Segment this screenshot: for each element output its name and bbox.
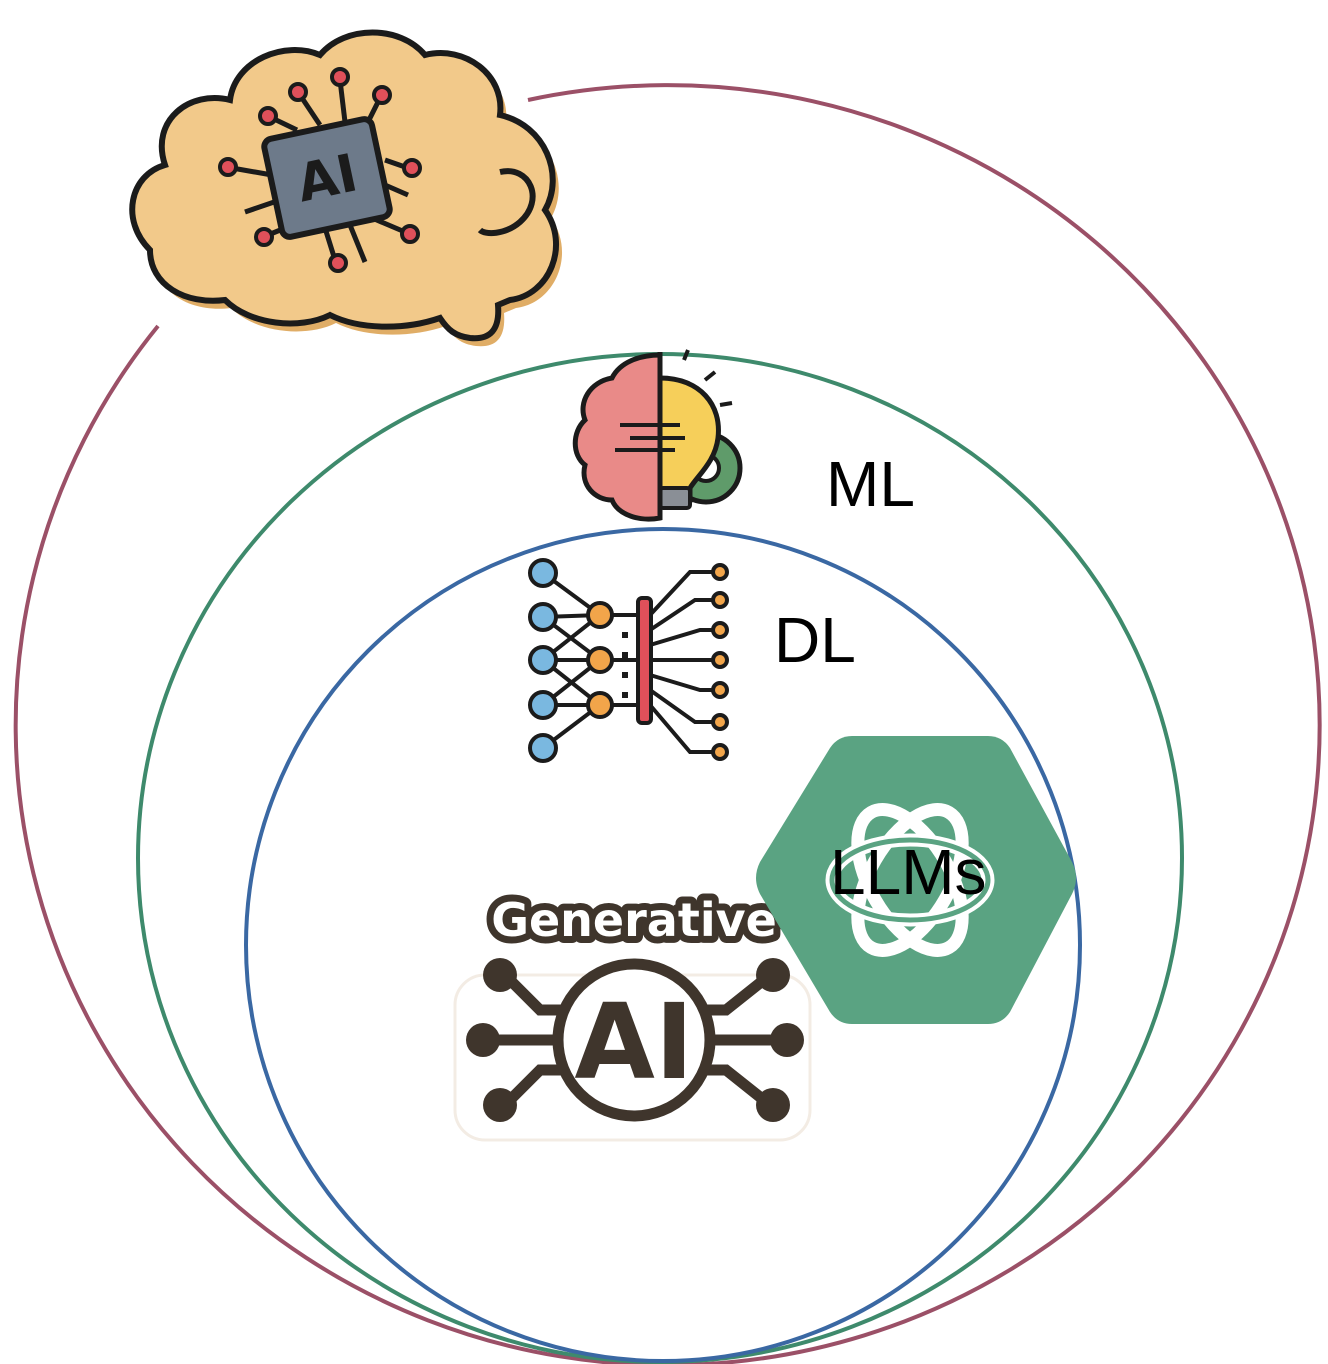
ml-label: ML [826, 448, 915, 520]
llm-label: LLMs [830, 836, 987, 908]
dl-circle [244, 527, 1082, 1363]
genai-ring [552, 958, 716, 1122]
brain-lightbulb-gear-icon [572, 349, 743, 522]
brain-fold [477, 168, 536, 237]
neural-network-icon [528, 558, 729, 763]
genai-letters: AI [574, 981, 693, 1103]
ai-circle [13, 83, 1322, 1364]
llm-hexagon [756, 736, 1076, 1024]
dl-label: DL [774, 604, 856, 676]
ml-brain-half [572, 352, 663, 522]
genai-word: Generative [491, 893, 777, 947]
generative-ai-circuit-icon: Generative AI [453, 886, 812, 1142]
chip-ai-text: AI [292, 143, 363, 214]
chip-body [261, 116, 393, 240]
openai-knot-icon [756, 736, 1076, 1024]
chip-nodes [218, 67, 422, 273]
dl-bar [636, 596, 653, 725]
ml-bulb [657, 375, 721, 503]
ai-brain-chip-icon: AI [129, 29, 563, 347]
